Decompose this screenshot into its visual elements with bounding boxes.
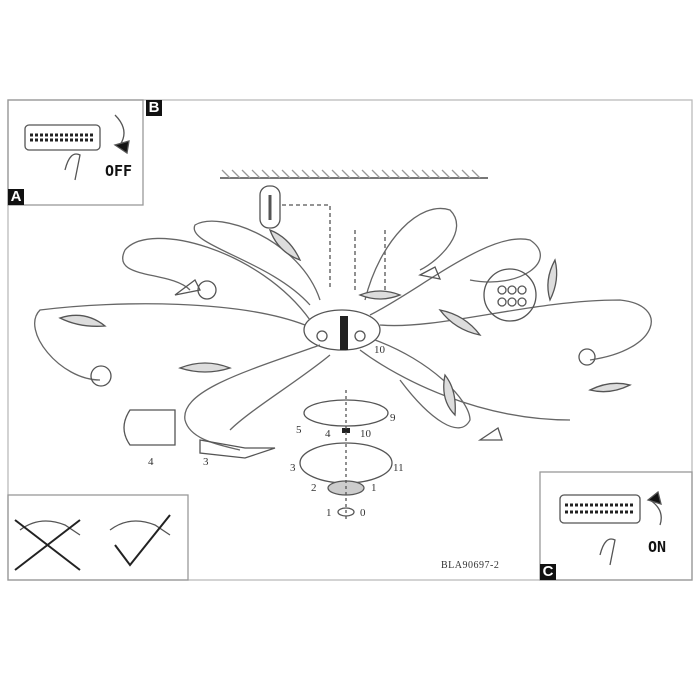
outer-frame <box>7 99 693 581</box>
callout-10b: 10 <box>360 428 371 440</box>
panel-a-label: A <box>8 189 24 205</box>
on-text: ON <box>648 538 667 556</box>
panel-c-frame <box>539 471 693 581</box>
wall-plug <box>259 185 331 290</box>
callout-11: 11 <box>393 462 404 474</box>
switch-off-drawing <box>24 114 130 181</box>
canopy-parts <box>299 390 393 520</box>
callout-4b: 4 <box>148 456 154 468</box>
callout-1b: 1 <box>326 507 332 519</box>
off-text: OFF <box>105 162 133 180</box>
central-hub <box>303 309 381 351</box>
callout-1: 1 <box>371 482 377 494</box>
callout-3: 3 <box>290 462 296 474</box>
callout-4: 4 <box>325 428 331 440</box>
warning-panel-frame <box>7 494 189 581</box>
callout-5: 5 <box>296 424 302 436</box>
terminal-block <box>483 268 537 322</box>
screw-lines <box>354 230 386 300</box>
callout-2: 2 <box>311 482 317 494</box>
panel-a-b-frame <box>7 99 144 206</box>
callout-0: 0 <box>360 507 366 519</box>
leaf-decorations <box>58 228 632 417</box>
warning-drawing <box>14 514 171 571</box>
callout-9: 9 <box>390 412 396 424</box>
lamp-holders <box>90 266 596 459</box>
panel-c-label: C <box>540 564 556 580</box>
panel-b-label: B <box>146 100 162 116</box>
model-code: BLA90697-2 <box>441 560 500 571</box>
callout-3b: 3 <box>203 456 209 468</box>
switch-on-drawing <box>559 490 662 566</box>
ceiling-hatch <box>220 169 488 179</box>
callout-10: 10 <box>374 344 385 356</box>
